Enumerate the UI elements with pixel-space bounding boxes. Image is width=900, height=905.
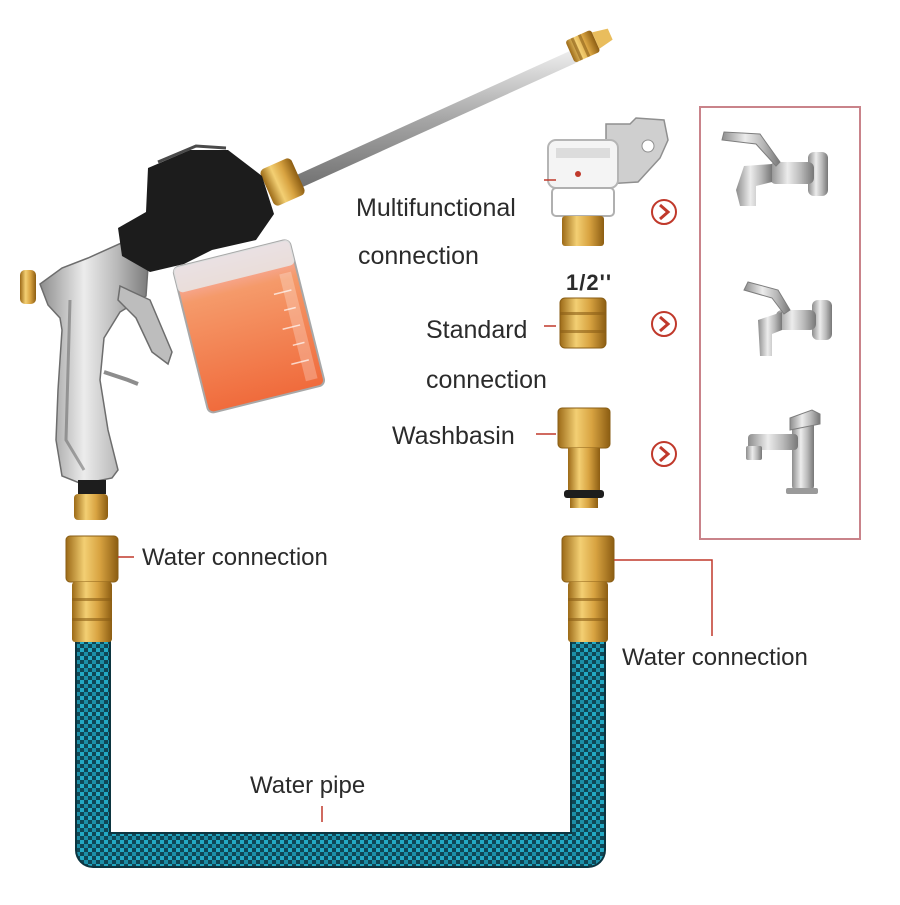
water-connection-right-label: Water connection [622,644,808,671]
left-hose-fitting-icon [65,535,119,642]
size-label: 1/2'' [566,270,613,295]
faucet-frame [699,106,861,540]
arrow-right-circle-icon [651,311,677,337]
leader-lines [118,179,713,822]
water-connection-left-label: Water connection [142,544,328,571]
water-pipe-icon [75,640,606,868]
spray-gun-icon [20,28,613,520]
washbasin-label: Washbasin [392,422,515,450]
standard-label-line1: Standard [426,316,528,344]
faucet-wall-icon [721,131,828,206]
standard-adapter-icon [559,297,607,349]
right-hose-fitting-icon [561,535,615,642]
faucet-bib-icon [743,281,832,356]
standard-label-line2: connection [426,366,547,394]
faucet-basin-icon [746,409,821,494]
multifunctional-label-line2: connection [358,242,479,270]
multifunctional-label-line1: Multifunctional [356,194,516,222]
multifunctional-adapter-icon [547,117,669,246]
arrow-right-circle-icon [651,441,677,467]
arrow-right-circle-icon [651,199,677,225]
washbasin-adapter-icon [557,407,611,508]
water-pipe-label: Water pipe [250,772,366,799]
